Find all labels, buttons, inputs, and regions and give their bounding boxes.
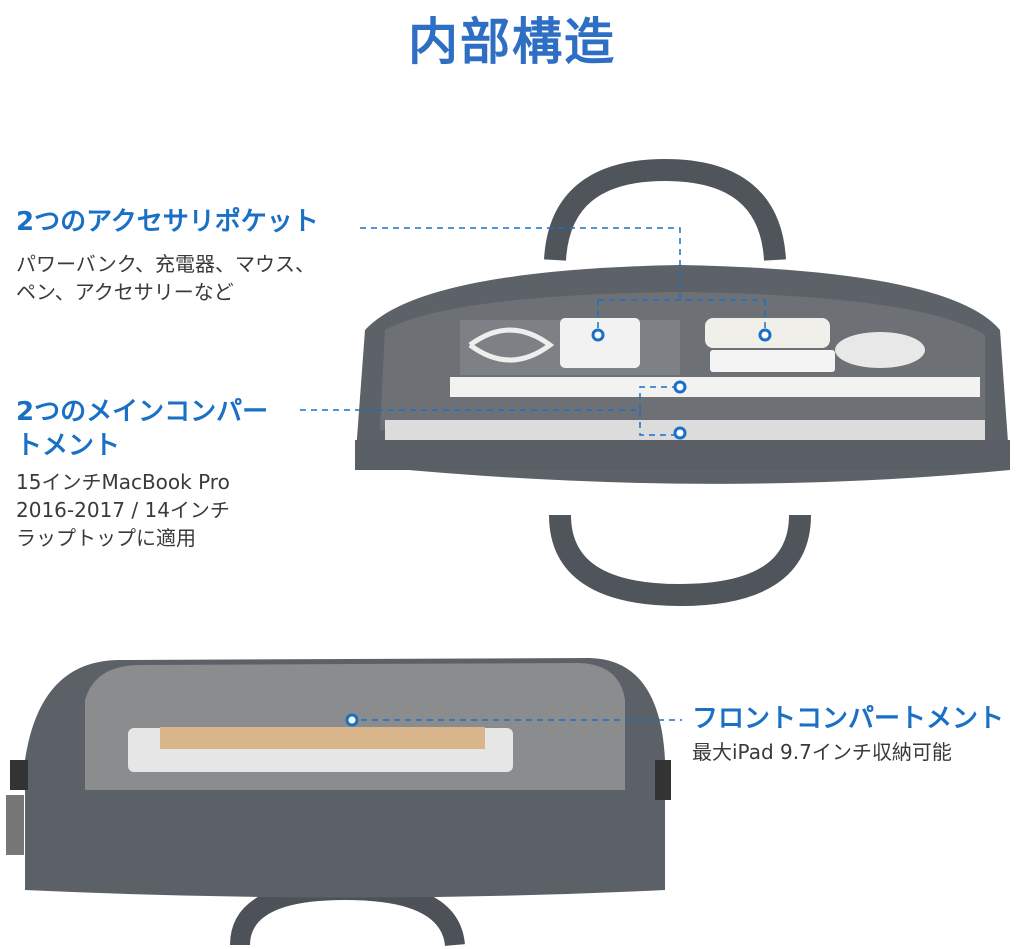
ruler [160, 727, 485, 749]
front-compartment-desc: 最大iPad 9.7インチ収納可能 [692, 738, 952, 766]
desc-line: 15インチMacBook Pro [16, 470, 230, 494]
front-compartment-heading: フロントコンパートメント [692, 704, 1005, 734]
main-compartment-heading: 2つのメインコンパー トメント [16, 395, 268, 463]
accessory-pocket-desc: パワーバンク、充電器、マウス、 ペン、アクセサリーなど [16, 250, 315, 306]
desc-line: 最大iPad 9.7インチ収納可能 [692, 740, 952, 764]
page-title: 内部構造 [408, 13, 616, 71]
callout-lines [300, 227, 766, 721]
desc-line: 2016-2017 / 14インチ [16, 498, 230, 522]
bottom-handle [549, 514, 811, 607]
accessory-pocket-heading: 2つのアクセサリポケット [16, 207, 319, 237]
desc-line: ラップトップに適用 [16, 526, 196, 550]
mouse [835, 332, 925, 368]
notebook [450, 377, 980, 397]
heading-line: 2つのメインコンパー [16, 397, 269, 427]
bag-front-view [6, 658, 671, 947]
charger [560, 318, 640, 368]
desc-line: ペン、アクセサリーなど [16, 280, 234, 304]
desc-line: パワーバンク、充電器、マウス、 [16, 252, 315, 276]
main-compartment-desc: 15インチMacBook Pro 2016-2017 / 14インチ ラップトッ… [16, 468, 230, 552]
bag-open-view [355, 158, 1010, 607]
heading-line: トメント [16, 431, 121, 461]
top-handle [544, 158, 786, 261]
callout-dots [345, 328, 772, 727]
